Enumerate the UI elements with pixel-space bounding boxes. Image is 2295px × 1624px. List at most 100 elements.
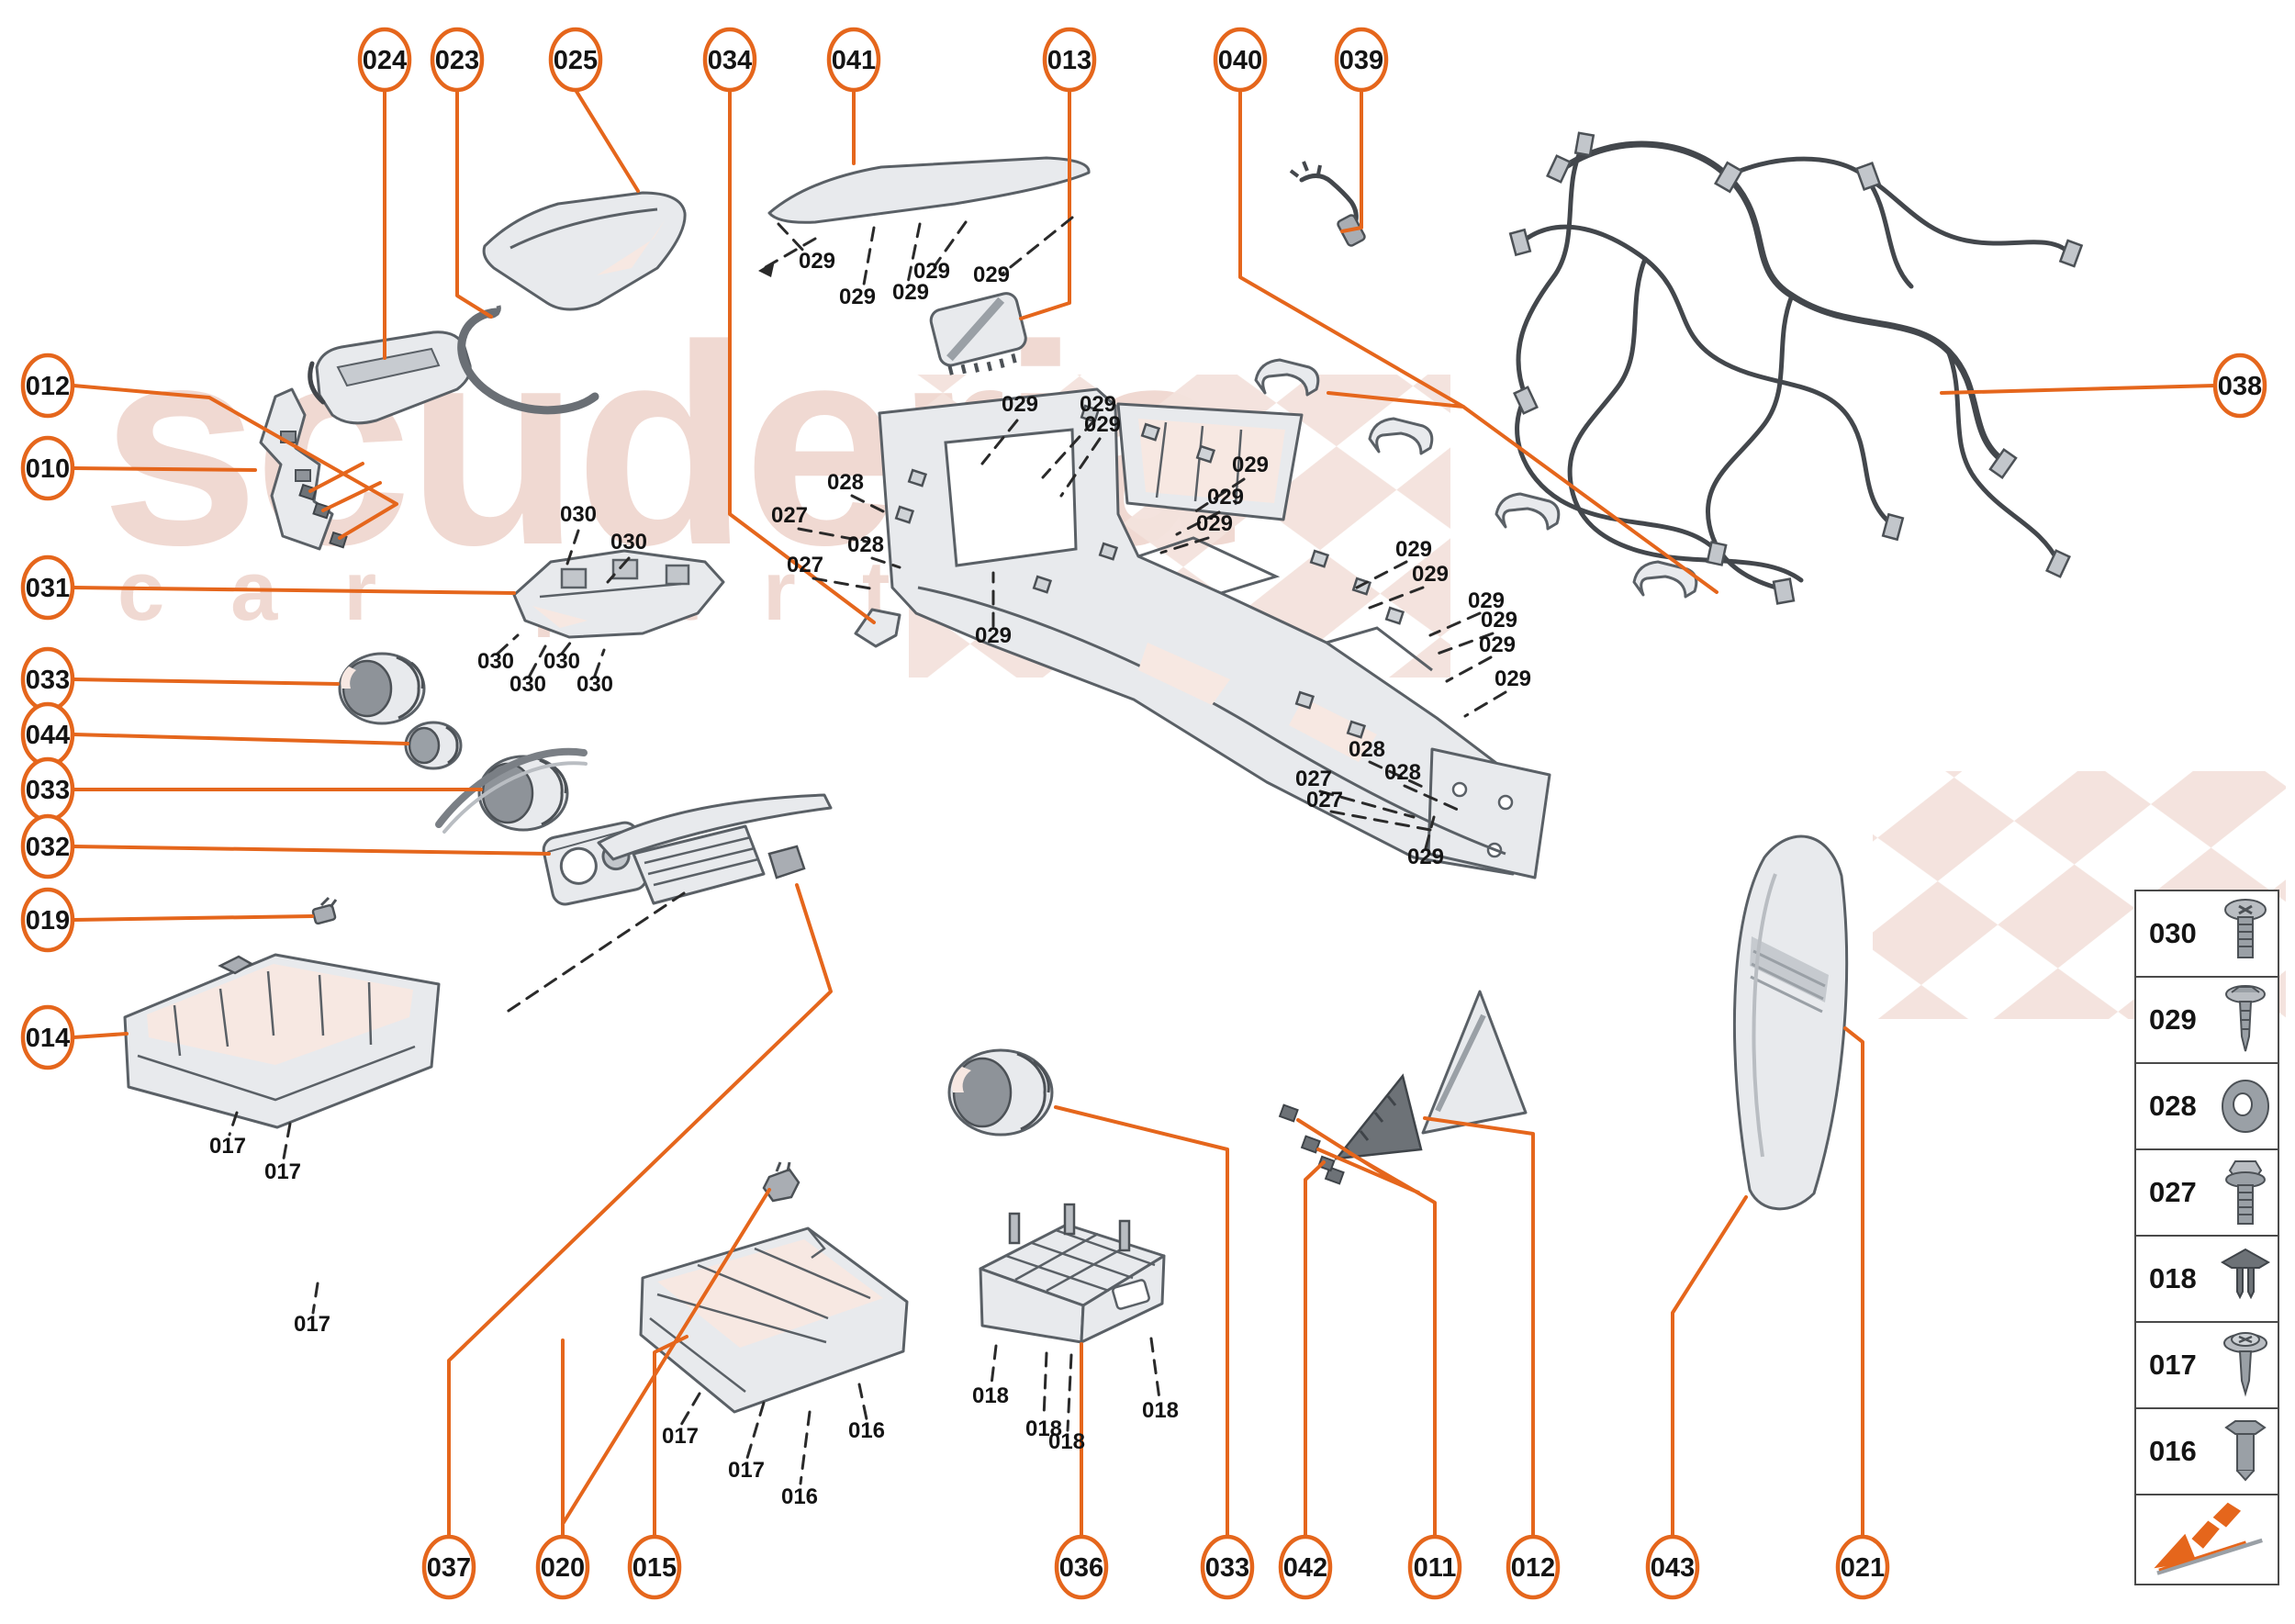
part-label-030: 030 bbox=[543, 649, 580, 674]
part-label-030: 030 bbox=[509, 672, 546, 697]
part-small-clip bbox=[311, 896, 338, 925]
callout-040[interactable]: 040 bbox=[1213, 27, 1268, 93]
svg-text:033: 033 bbox=[26, 776, 70, 805]
part-label-027: 027 bbox=[787, 553, 823, 577]
part-label-030: 030 bbox=[560, 502, 597, 527]
callout-038[interactable]: 038 bbox=[2212, 353, 2267, 419]
legend-row-030[interactable]: 030 bbox=[2136, 891, 2278, 978]
washer-icon bbox=[2222, 1080, 2269, 1133]
part-label-029: 029 bbox=[1002, 392, 1038, 417]
callout-033[interactable]: 033 bbox=[20, 646, 75, 712]
svg-text:025: 025 bbox=[554, 46, 598, 75]
callout-025[interactable]: 025 bbox=[548, 27, 603, 93]
part-sensor-wire bbox=[1289, 161, 1366, 247]
part-label-029: 029 bbox=[1412, 562, 1449, 587]
callout-031[interactable]: 031 bbox=[20, 554, 75, 621]
svg-text:033: 033 bbox=[26, 666, 70, 695]
callout-033[interactable]: 033 bbox=[20, 756, 75, 823]
legend-row-029[interactable]: 029 bbox=[2136, 978, 2278, 1064]
part-label-029: 029 bbox=[839, 285, 876, 309]
part-label-017: 017 bbox=[728, 1458, 765, 1483]
part-label-028: 028 bbox=[827, 470, 864, 495]
callout-042[interactable]: 042 bbox=[1278, 1534, 1333, 1600]
part-corner-trim bbox=[1421, 990, 1528, 1135]
part-label-029: 029 bbox=[1395, 537, 1432, 562]
part-round-vent-upper bbox=[338, 652, 426, 725]
callout-039[interactable]: 039 bbox=[1334, 27, 1389, 93]
part-hinge-clip bbox=[762, 1161, 800, 1203]
washer-screw-icon bbox=[2223, 1332, 2267, 1397]
part-label-016: 016 bbox=[781, 1484, 818, 1509]
callout-023[interactable]: 023 bbox=[430, 27, 485, 93]
callout-010[interactable]: 010 bbox=[20, 435, 75, 501]
svg-text:014: 014 bbox=[26, 1024, 70, 1053]
legend-row-018[interactable]: 018 bbox=[2136, 1237, 2278, 1323]
part-label-029: 029 bbox=[892, 280, 929, 305]
part-label-029: 029 bbox=[799, 249, 835, 274]
callout-032[interactable]: 032 bbox=[20, 813, 75, 879]
svg-text:032: 032 bbox=[26, 833, 70, 862]
part-label-016: 016 bbox=[848, 1418, 885, 1443]
svg-text:023: 023 bbox=[435, 46, 479, 75]
part-handle-brackets bbox=[1254, 358, 1698, 599]
svg-text:010: 010 bbox=[26, 454, 70, 484]
callout-015[interactable]: 015 bbox=[627, 1534, 682, 1600]
part-label-029: 029 bbox=[1481, 608, 1517, 633]
part-label-028: 028 bbox=[1384, 760, 1421, 785]
svg-text:034: 034 bbox=[708, 46, 752, 75]
part-label-018: 018 bbox=[1025, 1417, 1062, 1441]
svg-text:038: 038 bbox=[2218, 372, 2262, 401]
svg-text:033: 033 bbox=[1205, 1553, 1249, 1583]
part-label-018: 018 bbox=[972, 1383, 1009, 1408]
legend-row-027[interactable]: 027 bbox=[2136, 1150, 2278, 1237]
callout-012[interactable]: 012 bbox=[1506, 1534, 1561, 1600]
callout-043[interactable]: 043 bbox=[1645, 1534, 1700, 1600]
callout-036[interactable]: 036 bbox=[1054, 1534, 1109, 1600]
callout-020[interactable]: 020 bbox=[535, 1534, 590, 1600]
callout-034[interactable]: 034 bbox=[702, 27, 757, 93]
fastener-legend: 030 029 028 027 bbox=[2134, 890, 2279, 1585]
part-label-017: 017 bbox=[662, 1424, 699, 1449]
callout-circles: 024 023 025 034 041 013 040 039 038 012 010 031 033 0… bbox=[20, 27, 2267, 1600]
legend-label: 017 bbox=[2149, 1349, 2197, 1381]
legend-label: 028 bbox=[2149, 1090, 2197, 1122]
legend-row-016[interactable]: 016 bbox=[2136, 1409, 2278, 1495]
part-door-sail-panel bbox=[1732, 834, 1849, 1211]
svg-text:020: 020 bbox=[541, 1553, 585, 1583]
part-label-029: 029 bbox=[1084, 412, 1121, 437]
callout-044[interactable]: 044 bbox=[20, 701, 75, 767]
part-glovebox-tray bbox=[639, 1226, 909, 1414]
svg-text:012: 012 bbox=[1511, 1553, 1555, 1583]
part-center-vent-assembly bbox=[597, 793, 833, 905]
callout-011[interactable]: 011 bbox=[1407, 1534, 1462, 1600]
callout-033[interactable]: 033 bbox=[1200, 1534, 1255, 1600]
rivet-pin-icon bbox=[2224, 1420, 2267, 1482]
part-hose-sleeve bbox=[404, 721, 463, 770]
part-label-030: 030 bbox=[577, 672, 613, 697]
part-clip-cluster bbox=[1278, 1103, 1345, 1185]
part-label-029: 029 bbox=[975, 623, 1012, 648]
part-speaker-grille-strip bbox=[308, 330, 472, 425]
legend-row-017[interactable]: 017 bbox=[2136, 1323, 2278, 1409]
callout-012[interactable]: 012 bbox=[20, 353, 75, 419]
svg-text:013: 013 bbox=[1047, 46, 1092, 75]
part-label-017: 017 bbox=[294, 1312, 330, 1337]
legend-label: 016 bbox=[2149, 1435, 2197, 1467]
callout-014[interactable]: 014 bbox=[20, 1004, 75, 1070]
callout-019[interactable]: 019 bbox=[20, 887, 75, 953]
callout-021[interactable]: 021 bbox=[1835, 1534, 1890, 1600]
legend-row-logo bbox=[2136, 1495, 2278, 1584]
callout-024[interactable]: 024 bbox=[357, 27, 412, 93]
svg-text:021: 021 bbox=[1841, 1553, 1885, 1583]
part-label-030: 030 bbox=[610, 530, 647, 554]
callout-037[interactable]: 037 bbox=[421, 1534, 476, 1600]
part-dash-top-blade bbox=[767, 156, 1091, 224]
callout-013[interactable]: 013 bbox=[1042, 27, 1097, 93]
part-round-vent-lower bbox=[477, 755, 569, 832]
legend-label: 030 bbox=[2149, 917, 2197, 949]
legend-row-028[interactable]: 028 bbox=[2136, 1064, 2278, 1150]
part-label-029: 029 bbox=[1196, 511, 1233, 536]
pan-head-screw-icon bbox=[2224, 899, 2267, 958]
callout-041[interactable]: 041 bbox=[826, 27, 881, 93]
part-side-bracket-clips bbox=[259, 387, 348, 551]
